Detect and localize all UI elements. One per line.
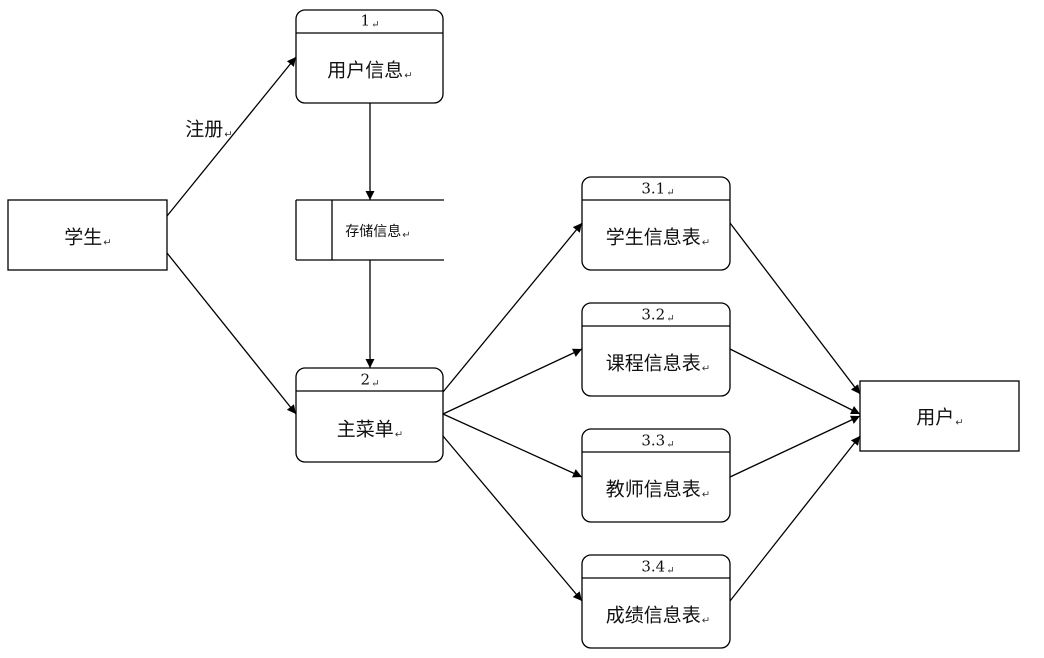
process-3-4-label: 成绩信息表↵ bbox=[606, 601, 710, 628]
flow-register-label: 注册↵ bbox=[185, 115, 232, 142]
return-mark: ↵ bbox=[701, 615, 711, 627]
process-2-label: 主菜单↵ bbox=[337, 415, 403, 442]
process-2-id: 2 bbox=[360, 370, 371, 389]
process-3-4-id: 3.4 bbox=[641, 557, 666, 576]
process-1-label: 用户信息↵ bbox=[327, 56, 412, 83]
flow-process-2-to-3-2 bbox=[442, 348, 583, 415]
process-3-3-number: 3.3↵ bbox=[641, 432, 674, 451]
data-store-text: 存储信息 bbox=[345, 224, 402, 240]
flow-3-2-to-user bbox=[729, 348, 861, 415]
process-3-4-text: 成绩信息表 bbox=[605, 604, 701, 627]
flow-process-2-to-3-3 bbox=[442, 413, 583, 478]
process-1-text: 用户信息 bbox=[327, 59, 404, 82]
flow-process-2-to-3-4 bbox=[442, 435, 583, 602]
return-mark: ↵ bbox=[371, 19, 380, 31]
entity-user-label: 用户↵ bbox=[916, 403, 963, 430]
process-1-id: 1 bbox=[360, 11, 371, 30]
return-mark: ↵ bbox=[955, 417, 964, 429]
process-3-3-label: 教师信息表↵ bbox=[606, 475, 710, 502]
flow-3-1-to-user bbox=[729, 222, 861, 395]
return-mark: ↵ bbox=[404, 70, 413, 82]
process-3-2-text: 课程信息表 bbox=[605, 352, 701, 375]
process-3-2-id: 3.2 bbox=[641, 305, 666, 324]
entity-student-box bbox=[7, 199, 168, 271]
return-mark: ↵ bbox=[701, 489, 711, 501]
process-3-1-number: 3.1↵ bbox=[641, 180, 674, 199]
return-mark: ↵ bbox=[224, 129, 233, 141]
flow-process-2-to-3-1 bbox=[442, 222, 583, 393]
return-mark: ↵ bbox=[666, 187, 675, 199]
data-store-label: 存储信息↵ bbox=[345, 221, 410, 241]
return-mark: ↵ bbox=[701, 363, 711, 375]
process-3-1-text: 学生信息表 bbox=[605, 226, 701, 249]
entity-user-box bbox=[859, 380, 1020, 452]
process-3-3-box bbox=[581, 428, 731, 523]
return-mark: ↵ bbox=[701, 237, 711, 249]
process-3-1-id: 3.1 bbox=[641, 179, 666, 198]
flow-3-3-to-user bbox=[729, 415, 861, 478]
process-2-box bbox=[295, 367, 444, 463]
entity-user-text: 用户 bbox=[916, 406, 955, 429]
process-3-4-box bbox=[581, 554, 731, 649]
return-mark: ↵ bbox=[666, 439, 675, 451]
process-3-3-id: 3.3 bbox=[641, 431, 666, 450]
flow-student-to-process-2 bbox=[166, 252, 297, 415]
return-mark: ↵ bbox=[666, 565, 675, 577]
return-mark: ↵ bbox=[666, 313, 675, 325]
entity-student-label: 学生↵ bbox=[64, 223, 111, 250]
process-3-2-label: 课程信息表↵ bbox=[606, 349, 710, 376]
process-2-text: 主菜单 bbox=[336, 418, 394, 441]
process-3-2-number: 3.2↵ bbox=[641, 306, 674, 325]
process-1-box bbox=[295, 9, 444, 104]
return-mark: ↵ bbox=[371, 378, 380, 390]
return-mark: ↵ bbox=[402, 230, 411, 241]
flow-register-text: 注册 bbox=[185, 118, 224, 141]
process-3-1-label: 学生信息表↵ bbox=[606, 223, 710, 250]
entity-student-text: 学生 bbox=[64, 226, 103, 249]
flow-3-4-to-user bbox=[729, 435, 861, 602]
process-3-4-number: 3.4↵ bbox=[641, 558, 674, 577]
flow-student-to-process-1 bbox=[166, 56, 297, 217]
process-2-number: 2↵ bbox=[361, 371, 380, 390]
process-1-number: 1↵ bbox=[361, 12, 380, 31]
return-mark: ↵ bbox=[394, 429, 404, 441]
process-3-3-text: 教师信息表 bbox=[605, 478, 701, 501]
return-mark: ↵ bbox=[103, 237, 112, 249]
